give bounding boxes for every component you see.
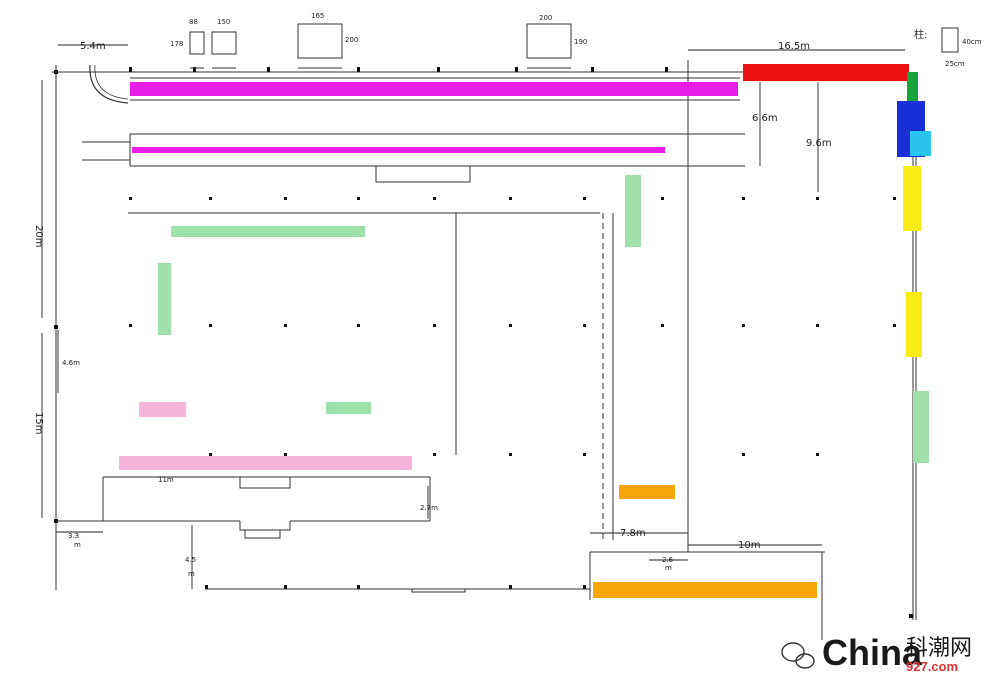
- magenta-strip-middle: [132, 147, 665, 153]
- dim-top-left-width: 5.4m: [80, 41, 106, 52]
- furniture-1-side-label: 178: [170, 40, 183, 48]
- wechat-icon: [781, 642, 815, 669]
- dimension-lines: [41, 44, 905, 589]
- watermark: China 科潮网 927.com: [781, 632, 972, 674]
- column-legend-height: 40cm: [962, 38, 982, 46]
- dim-top-right-drop-b: 9.6m: [806, 138, 832, 149]
- dim-top-right-drop-a: 6.6m: [752, 113, 778, 124]
- dim-bottom-gap: 4.5: [185, 556, 196, 564]
- furniture-box-4: [526, 23, 572, 59]
- furniture-labels: 88 178 150 165 200 200 190: [170, 12, 587, 48]
- column-dots: [54, 67, 913, 618]
- dim-lower-mid-small: 2.6: [662, 556, 674, 564]
- furniture-outlines: [189, 23, 959, 69]
- dim-left-upper-height: 20m: [33, 225, 44, 247]
- light-green-block-horizontal: [171, 226, 365, 237]
- column-legend-width: 25cm: [945, 60, 965, 68]
- furniture-box-3: [297, 23, 343, 59]
- green-block: [907, 72, 918, 102]
- dimension-labels: 5.4m 16.5m 6.6m 9.6m 20m 4.6m 15m 11m 2.…: [33, 41, 832, 578]
- furniture-box-2: [211, 31, 237, 55]
- dim-left-offset: 3.3: [68, 532, 79, 540]
- watermark-cjk: 科潮网: [906, 636, 972, 661]
- watermark-number: 927.com: [906, 659, 958, 674]
- light-green-block-right: [913, 391, 929, 463]
- column-legend: 柱: 40cm 25cm: [914, 28, 982, 68]
- dim-bottom-gap-unit: m: [188, 570, 195, 578]
- furniture-1-top-label: 88: [189, 18, 198, 26]
- dim-corridor-depth: 2.7m: [420, 504, 438, 512]
- dim-left-offset-unit: m: [74, 541, 81, 549]
- furniture-4-top-label: 200: [539, 14, 552, 22]
- furniture-3-side-label: 200: [345, 36, 358, 44]
- cyan-block: [910, 131, 931, 156]
- colored-blocks: [119, 64, 931, 598]
- dim-lower-right-width: 10m: [738, 540, 760, 551]
- yellow-block-lower: [906, 292, 922, 357]
- furniture-2-top-label: 150: [217, 18, 230, 26]
- light-green-block-small: [326, 402, 371, 414]
- dim-left-inner-gap: 4.6m: [62, 359, 80, 367]
- pink-block-long: [119, 456, 412, 470]
- red-block: [743, 64, 909, 81]
- dim-lower-mid-small-unit: m: [665, 564, 672, 572]
- light-green-block-vertical-left: [158, 263, 171, 335]
- orange-block-long: [593, 582, 817, 598]
- furniture-box-1: [189, 31, 205, 55]
- dim-top-right-span: 16.5m: [778, 41, 810, 52]
- yellow-block-upper: [903, 166, 921, 231]
- orange-block-small: [619, 485, 675, 499]
- column-legend-box: [941, 27, 959, 53]
- column-legend-label: 柱:: [914, 28, 927, 41]
- pink-block-small: [139, 402, 186, 417]
- dim-lower-mid-width: 7.8m: [620, 528, 646, 539]
- watermark-latin: China: [822, 632, 923, 673]
- dim-left-lower-height: 15m: [33, 412, 44, 434]
- magenta-strip-top: [130, 82, 738, 96]
- furniture-4-side-label: 190: [574, 38, 587, 46]
- light-green-block-vertical-mid: [625, 175, 641, 247]
- dim-corridor-length: 11m: [158, 476, 174, 484]
- furniture-3-top-label: 165: [311, 12, 324, 20]
